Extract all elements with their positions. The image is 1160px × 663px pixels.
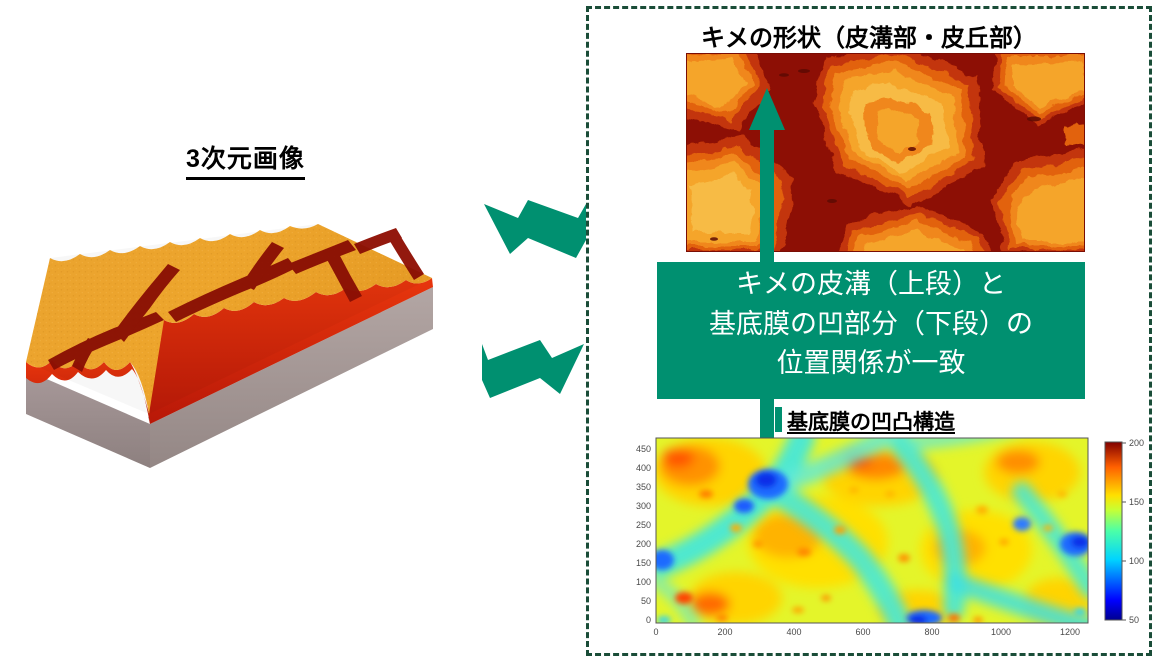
texture-panel-title: キメの形状（皮溝部・皮丘部） (701, 25, 1037, 52)
y-tick-350: 350 (636, 482, 651, 492)
y-tick-250: 250 (636, 520, 651, 530)
block-furrow-network (48, 228, 424, 372)
heatmap-speckle (657, 487, 1086, 623)
x-tick-1200: 1200 (1060, 627, 1080, 637)
texture-hill-islands (686, 53, 1085, 252)
x-tick-200: 200 (717, 627, 732, 637)
y-tick-400: 400 (636, 463, 651, 473)
title-accent-bar (775, 407, 782, 432)
x-tick-0: 0 (653, 627, 658, 637)
page-title-3d-image: 3次元画像 (186, 145, 305, 180)
y-tick-50: 50 (641, 596, 651, 606)
basement-membrane-topography: 0 50 100 150 200 250 300 350 400 450 0 2… (636, 437, 1144, 637)
texture-pores (710, 69, 1041, 241)
x-tick-400: 400 (786, 627, 801, 637)
block-dermis-band-right (149, 278, 433, 424)
y-tick-150: 150 (636, 558, 651, 568)
callout-line-2: 基底膜の凹部分（下段）の (709, 308, 1033, 339)
alignment-callout: キメの皮溝（上段）と 基底膜の凹部分（下段）の 位置関係が一致 (657, 262, 1085, 399)
block-side-left (26, 370, 150, 468)
arrow-to-texture (484, 200, 586, 258)
callout-line-1: キメの皮溝（上段）と (736, 269, 1006, 299)
skin-texture-map (686, 53, 1085, 252)
cbar-tick-200: 200 (1129, 438, 1144, 448)
y-tick-100: 100 (636, 577, 651, 587)
x-tick-800: 800 (924, 627, 939, 637)
heatmap-y-axis: 0 50 100 150 200 250 300 350 400 450 (636, 444, 651, 625)
heatmap-x-axis: 0 200 400 600 800 1000 1200 (653, 627, 1080, 637)
x-tick-1000: 1000 (991, 627, 1011, 637)
heatmap-field (656, 438, 1088, 623)
cbar-tick-50: 50 (1129, 615, 1139, 625)
3d-skin-block-render (26, 224, 433, 468)
arrow-to-heatmap (482, 340, 584, 398)
heatmap-minima (656, 469, 1088, 623)
x-tick-600: 600 (855, 627, 870, 637)
cbar-tick-100: 100 (1129, 556, 1144, 566)
y-tick-450: 450 (636, 444, 651, 454)
heatmap-colorbar: 50 100 150 200 (1104, 438, 1144, 625)
block-top-surface (26, 224, 432, 414)
heatmap-panel-title-text: 基底膜の凹凸構造 (787, 411, 955, 434)
y-tick-300: 300 (636, 501, 651, 511)
heatmap-valley-network (656, 438, 1088, 623)
y-tick-200: 200 (636, 539, 651, 549)
heatmap-panel-title: 基底膜の凹凸構造 (657, 406, 1085, 436)
block-dermis-band-left (26, 360, 150, 424)
block-side-right (150, 287, 433, 468)
cbar-tick-150: 150 (1129, 497, 1144, 507)
callout-line-3: 位置関係が一致 (776, 348, 966, 379)
y-tick-0: 0 (646, 615, 651, 625)
